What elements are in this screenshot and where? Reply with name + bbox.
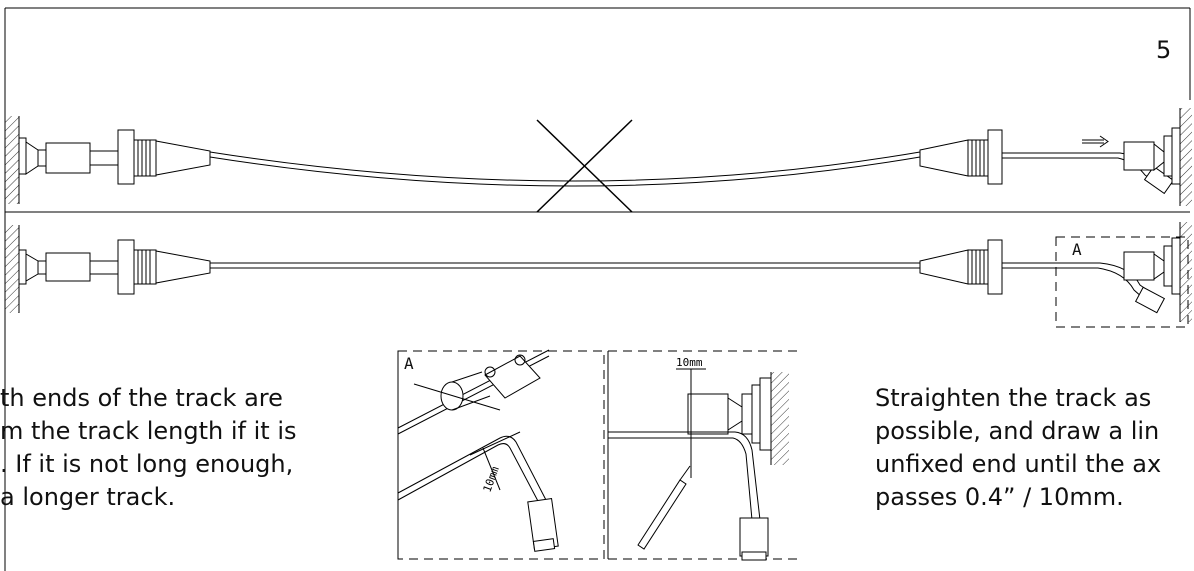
detail-left-measure: 10mm: [481, 464, 502, 494]
right-caption-line-4: passes 0.4” / 10mm.: [875, 483, 1124, 511]
detail-a-box: [1055, 236, 1189, 328]
left-caption-line-3: . If it is not long enough,: [0, 450, 294, 478]
left-caption-line-4: a longer track.: [0, 483, 176, 511]
right-connector-top: [919, 129, 1175, 195]
arrow-right-icon: [1082, 135, 1109, 148]
detail-a-label-top: A: [1072, 240, 1082, 259]
right-caption-line-1: Straighten the track as: [875, 384, 1152, 412]
incorrect-track-row: [5, 108, 1192, 213]
left-wall-mount-top: [5, 116, 211, 204]
detail-a-right-panel: 10mm: [607, 350, 800, 561]
left-caption-line-1: th ends of the track are: [0, 384, 283, 412]
right-caption-line-2: possible, and draw a lin: [875, 417, 1160, 445]
left-wall-mount-bottom: [5, 225, 211, 313]
page-number: 5: [1156, 36, 1172, 64]
detail-a-label-panel: A: [404, 354, 414, 373]
detail-right-measure: 10mm: [676, 356, 703, 369]
right-connector-bottom: [919, 239, 1166, 314]
right-wall-mount-bottom: [1123, 222, 1192, 322]
correct-track-row: [5, 222, 1192, 328]
detail-a-left-panel: 10mm: [397, 349, 605, 560]
page-frame: [4, 7, 1191, 571]
right-wall-mount-top: [1123, 108, 1192, 206]
incorrect-x-mark: [536, 119, 633, 213]
right-caption-line-3: unfixed end until the ax: [875, 450, 1162, 478]
left-caption-line-2: m the track length if it is: [0, 417, 297, 445]
sagging-track: [209, 151, 921, 182]
